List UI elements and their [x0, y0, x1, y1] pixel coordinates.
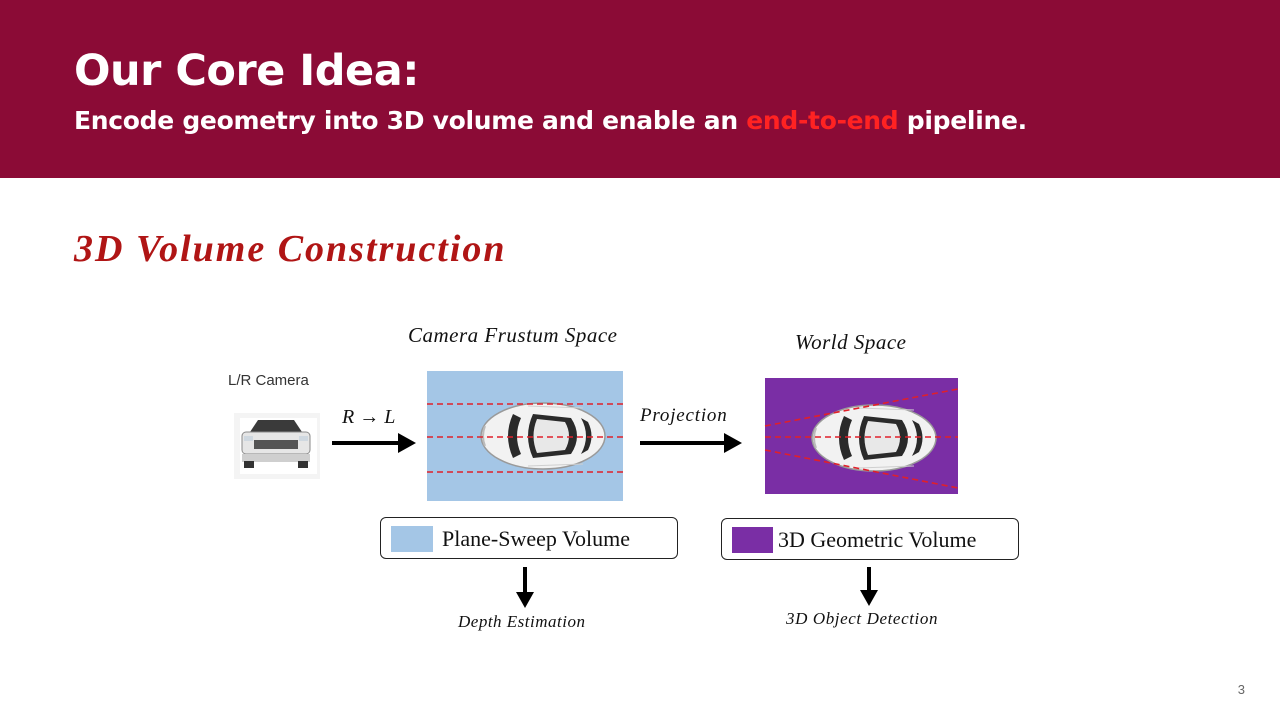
projection-arrow [640, 433, 742, 453]
projection-label: Projection [640, 405, 728, 426]
depth-estimation-label: Depth Estimation [458, 612, 586, 631]
plane-sweep-legend: Plane-Sweep Volume [380, 517, 678, 559]
subtitle-highlight: end-to-end [746, 106, 899, 135]
slide-subtitle: Encode geometry into 3D volume and enabl… [74, 103, 1027, 139]
slide-title: Our Core Idea: [74, 46, 419, 96]
camera-label: L/R Camera [228, 372, 309, 389]
header-banner: Our Core Idea: Encode geometry into 3D v… [0, 0, 1280, 178]
plane-sweep-swatch [391, 526, 433, 552]
section-title: 3D Volume Construction [74, 228, 507, 270]
detection-down-arrow [860, 567, 878, 606]
rl-label: R → L [342, 406, 396, 428]
camera-car-image [234, 413, 320, 479]
geometric-volume-legend-text: 3D Geometric Volume [778, 527, 977, 552]
geometric-volume-image [764, 378, 959, 494]
plane-sweep-volume-image [427, 371, 623, 501]
depth-down-arrow [516, 567, 534, 608]
subtitle-text-start: Encode geometry into 3D volume and enabl… [74, 106, 747, 135]
rl-arrow [332, 433, 416, 453]
object-detection-label: 3D Object Detection [786, 609, 939, 628]
subtitle-text-end: pipeline. [898, 106, 1027, 135]
world-space-label: World Space [795, 330, 907, 354]
frustum-space-label: Camera Frustum Space [408, 323, 618, 347]
page-number: 3 [1237, 682, 1245, 697]
plane-sweep-legend-text: Plane-Sweep Volume [442, 526, 630, 551]
geometric-volume-swatch [732, 527, 773, 553]
geometric-volume-legend: 3D Geometric Volume [721, 518, 1019, 560]
